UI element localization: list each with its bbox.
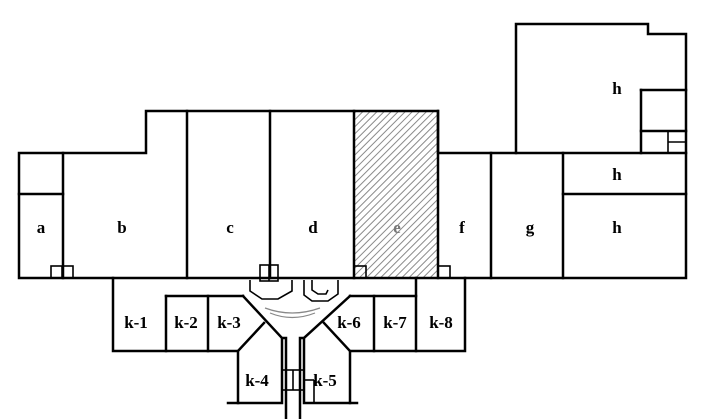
room-label-k4[interactable]: k-4 — [245, 371, 269, 390]
room-label-e[interactable]: e — [393, 218, 401, 237]
room-label-a[interactable]: a — [37, 218, 46, 237]
k-wing-outline — [111, 276, 467, 419]
room-label-d[interactable]: d — [308, 218, 318, 237]
lobby-fixtures — [249, 264, 339, 319]
room-label-k3[interactable]: k-3 — [217, 313, 241, 332]
room-label-f[interactable]: f — [459, 218, 465, 237]
room-label-g[interactable]: g — [526, 218, 535, 237]
k-wing-walls — [164, 276, 418, 405]
room-e-highlight[interactable] — [354, 111, 438, 278]
room-label-h-top[interactable]: h — [612, 79, 622, 98]
room-label-k5[interactable]: k-5 — [313, 371, 337, 390]
room-label-c[interactable]: c — [226, 218, 234, 237]
interior-walls — [17, 88, 688, 280]
room-label-k2[interactable]: k-2 — [174, 313, 198, 332]
room-label-k1[interactable]: k-1 — [124, 313, 148, 332]
room-label-b[interactable]: b — [117, 218, 126, 237]
room-label-k7[interactable]: k-7 — [383, 313, 407, 332]
building-outline — [17, 22, 688, 280]
room-label-k6[interactable]: k-6 — [337, 313, 361, 332]
room-label-h-mid[interactable]: h — [612, 165, 622, 184]
fixtures — [50, 265, 451, 279]
room-label-k8[interactable]: k-8 — [429, 313, 453, 332]
room-label-h-low[interactable]: h — [612, 218, 622, 237]
room-labels: a b c d e f g h h h k-1 k-2 k-3 k-4 k-5 … — [37, 79, 623, 390]
